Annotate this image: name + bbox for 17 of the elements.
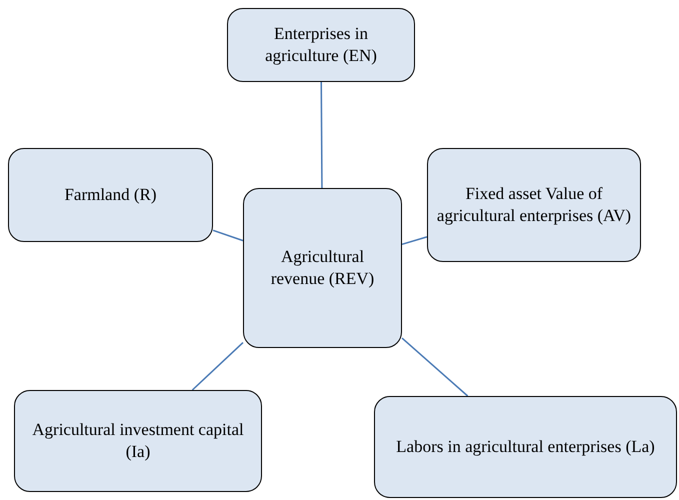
connector-line xyxy=(402,236,428,246)
box-label: Farmland (R) xyxy=(64,184,157,206)
rounded-box xyxy=(427,148,641,262)
box-label: Enterprises in agriculture (EN) xyxy=(264,23,378,67)
rounded-box xyxy=(14,390,262,492)
connector-line xyxy=(192,342,244,391)
connector-line xyxy=(402,338,468,397)
rounded-box xyxy=(243,188,402,348)
box-label: Agricultural investment capital (Ia) xyxy=(31,419,245,463)
box-label: Labors in agricultural enterprises (La) xyxy=(396,436,655,458)
rounded-box xyxy=(8,148,213,242)
rounded-box xyxy=(374,396,677,498)
rounded-box xyxy=(227,8,415,82)
connector-line xyxy=(320,82,323,188)
connector-line xyxy=(212,230,244,242)
box-label: Fixed asset Value of agricultural enterprises (AV) xyxy=(436,183,632,227)
box-label: Agricultural revenue (REV) xyxy=(270,246,376,290)
